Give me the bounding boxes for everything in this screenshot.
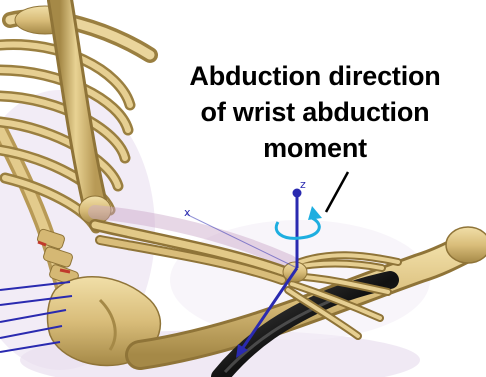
annotation-line-2: of wrist abduction (150, 94, 480, 130)
annotation-line-1: Abduction direction (150, 58, 480, 94)
annotation-caption: Abduction direction of wrist abduction m… (150, 58, 480, 166)
x-axis-label: x (184, 206, 191, 219)
annotation-line-3: moment (150, 130, 480, 166)
z-axis-label: z (300, 178, 306, 191)
